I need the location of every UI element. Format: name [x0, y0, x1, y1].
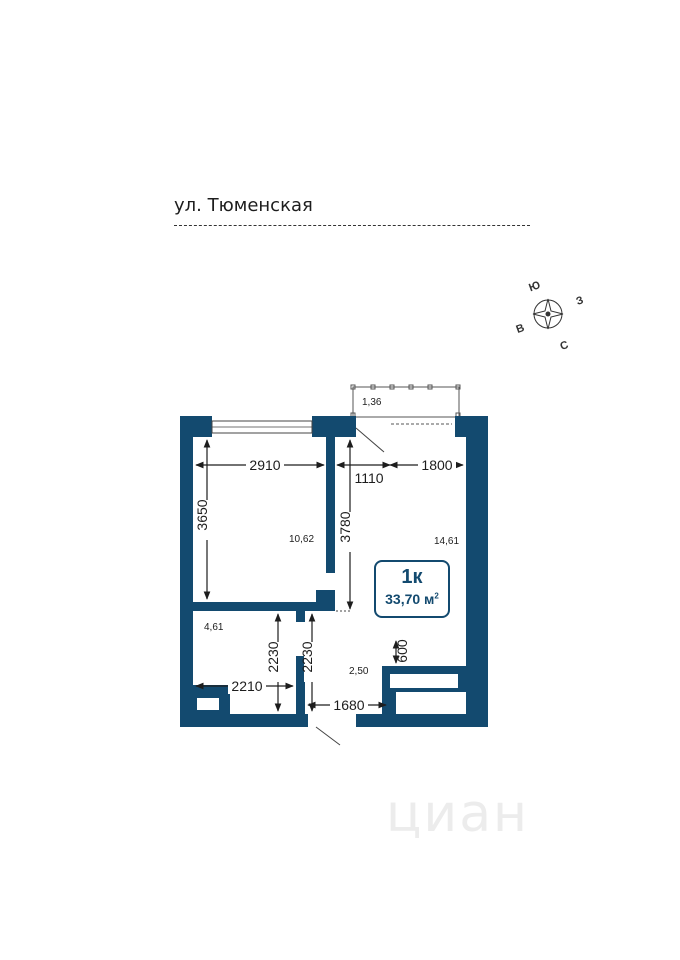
compass-west-label: З — [575, 294, 586, 308]
dim-corridor-height: 3780 — [337, 511, 353, 542]
doors — [315, 427, 385, 746]
dim-bath-height: 2230 — [299, 641, 315, 672]
apartment-badge: 1к 33,70 м2 — [374, 560, 450, 618]
watermark: циан — [386, 784, 530, 844]
area-bedroom: 10,62 — [289, 534, 314, 545]
window — [211, 420, 313, 434]
compass-east-label: В — [515, 322, 527, 336]
dim-hall-width: 2210 — [231, 678, 262, 694]
area-balcony: 1,36 — [362, 397, 382, 408]
area-hall: 4,61 — [204, 622, 224, 633]
street-line — [174, 225, 530, 226]
dim-bath-width: 1680 — [333, 697, 364, 713]
compass: Ю З В С — [515, 279, 586, 353]
compass-south-label: Ю — [527, 279, 542, 294]
compass-north-label: С — [559, 339, 571, 353]
compass-star-icon — [532, 298, 564, 330]
area-living: 14,61 — [434, 536, 459, 547]
room-count: 1к — [401, 566, 423, 588]
dim-hall-height: 2230 — [265, 641, 281, 672]
area-bathroom: 2,50 — [349, 666, 369, 677]
total-area: 33,70 м2 — [376, 591, 448, 607]
total-area-value: 33,70 м — [385, 591, 435, 607]
fixtures — [197, 674, 466, 714]
dim-kitchen-depth: 600 — [394, 639, 410, 663]
dim-living-width: 1800 — [421, 457, 452, 473]
area-unit-sup: 2 — [434, 591, 439, 601]
balcony — [350, 384, 461, 425]
dim-entry-width: 1110 — [354, 470, 383, 486]
street-name: ул. Тюменская — [174, 195, 313, 216]
dim-bedroom-width: 2910 — [249, 457, 280, 473]
dim-bedroom-height: 3650 — [194, 499, 210, 530]
